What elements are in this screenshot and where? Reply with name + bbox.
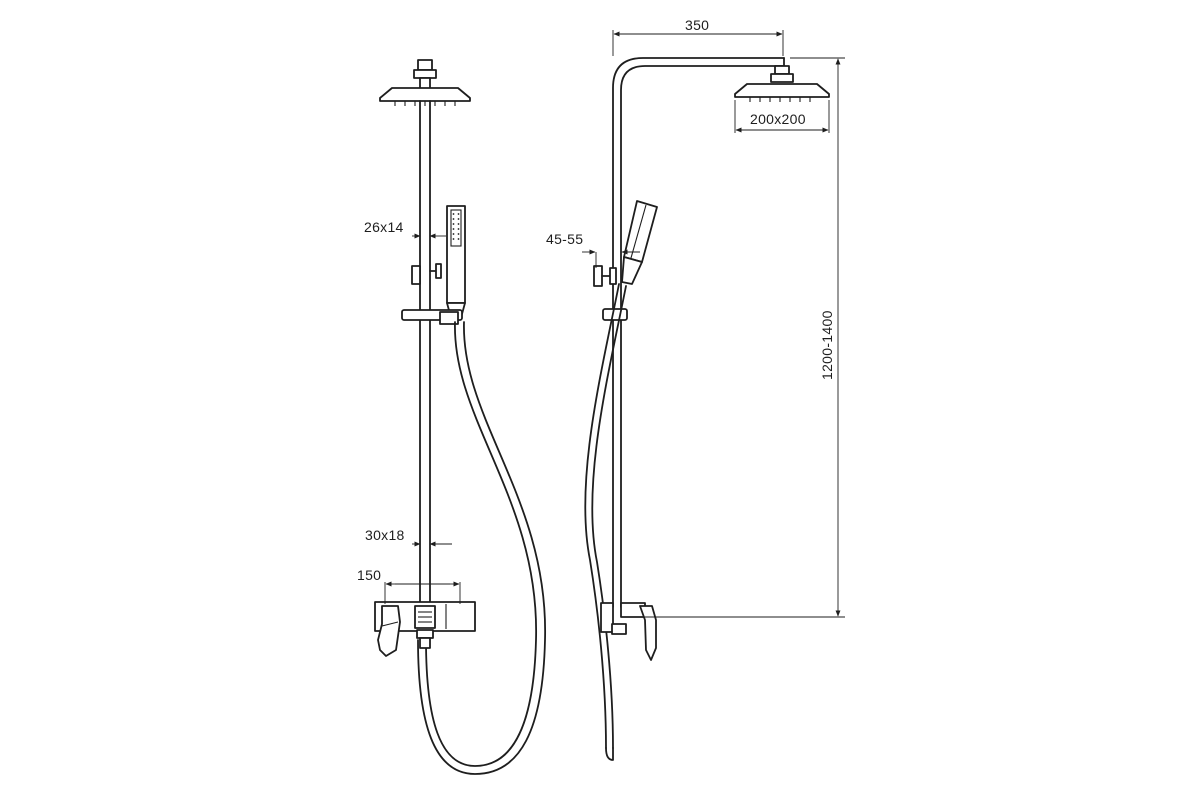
side-head-connector (770, 65, 794, 83)
dimension-head-size: 200x200 (734, 100, 830, 133)
front-view: 26x14 30x18 150 (357, 59, 546, 775)
side-mixer (600, 602, 657, 661)
dimension-rail-section: 26x14 (364, 219, 446, 239)
dimension-mixer-width: 150 (357, 567, 461, 604)
label-mixer-pipe-section: 30x18 (365, 527, 405, 543)
label-mixer-width: 150 (357, 567, 381, 583)
side-view: 45-55 350 200x200 1200-1400 (546, 17, 845, 761)
dimension-holder-offset: 45-55 (546, 231, 640, 268)
dimension-arm-reach: 350 (612, 17, 784, 56)
label-holder-offset: 45-55 (546, 231, 583, 247)
front-hand-shower-holder (411, 263, 442, 285)
front-head-connector (413, 59, 437, 91)
side-shower-head (734, 83, 830, 102)
label-arm-reach: 350 (685, 17, 709, 33)
side-holder (593, 265, 617, 287)
front-mixer (374, 601, 476, 657)
front-shower-head (379, 87, 471, 106)
side-rail-and-arm (612, 57, 785, 608)
dimension-height-range: 1200-1400 (625, 57, 845, 618)
side-slider-bracket (602, 308, 628, 321)
label-rail-section: 26x14 (364, 219, 404, 235)
front-hose (417, 321, 546, 775)
front-slider-bracket (401, 309, 463, 325)
front-hand-shower (446, 205, 466, 315)
front-rail-pipe (419, 100, 431, 608)
side-hose (584, 283, 627, 761)
label-head-size: 200x200 (750, 111, 806, 127)
label-height-range: 1200-1400 (819, 310, 835, 380)
side-hand-shower (621, 200, 658, 285)
dimension-mixer-pipe-section: 30x18 (365, 527, 452, 547)
